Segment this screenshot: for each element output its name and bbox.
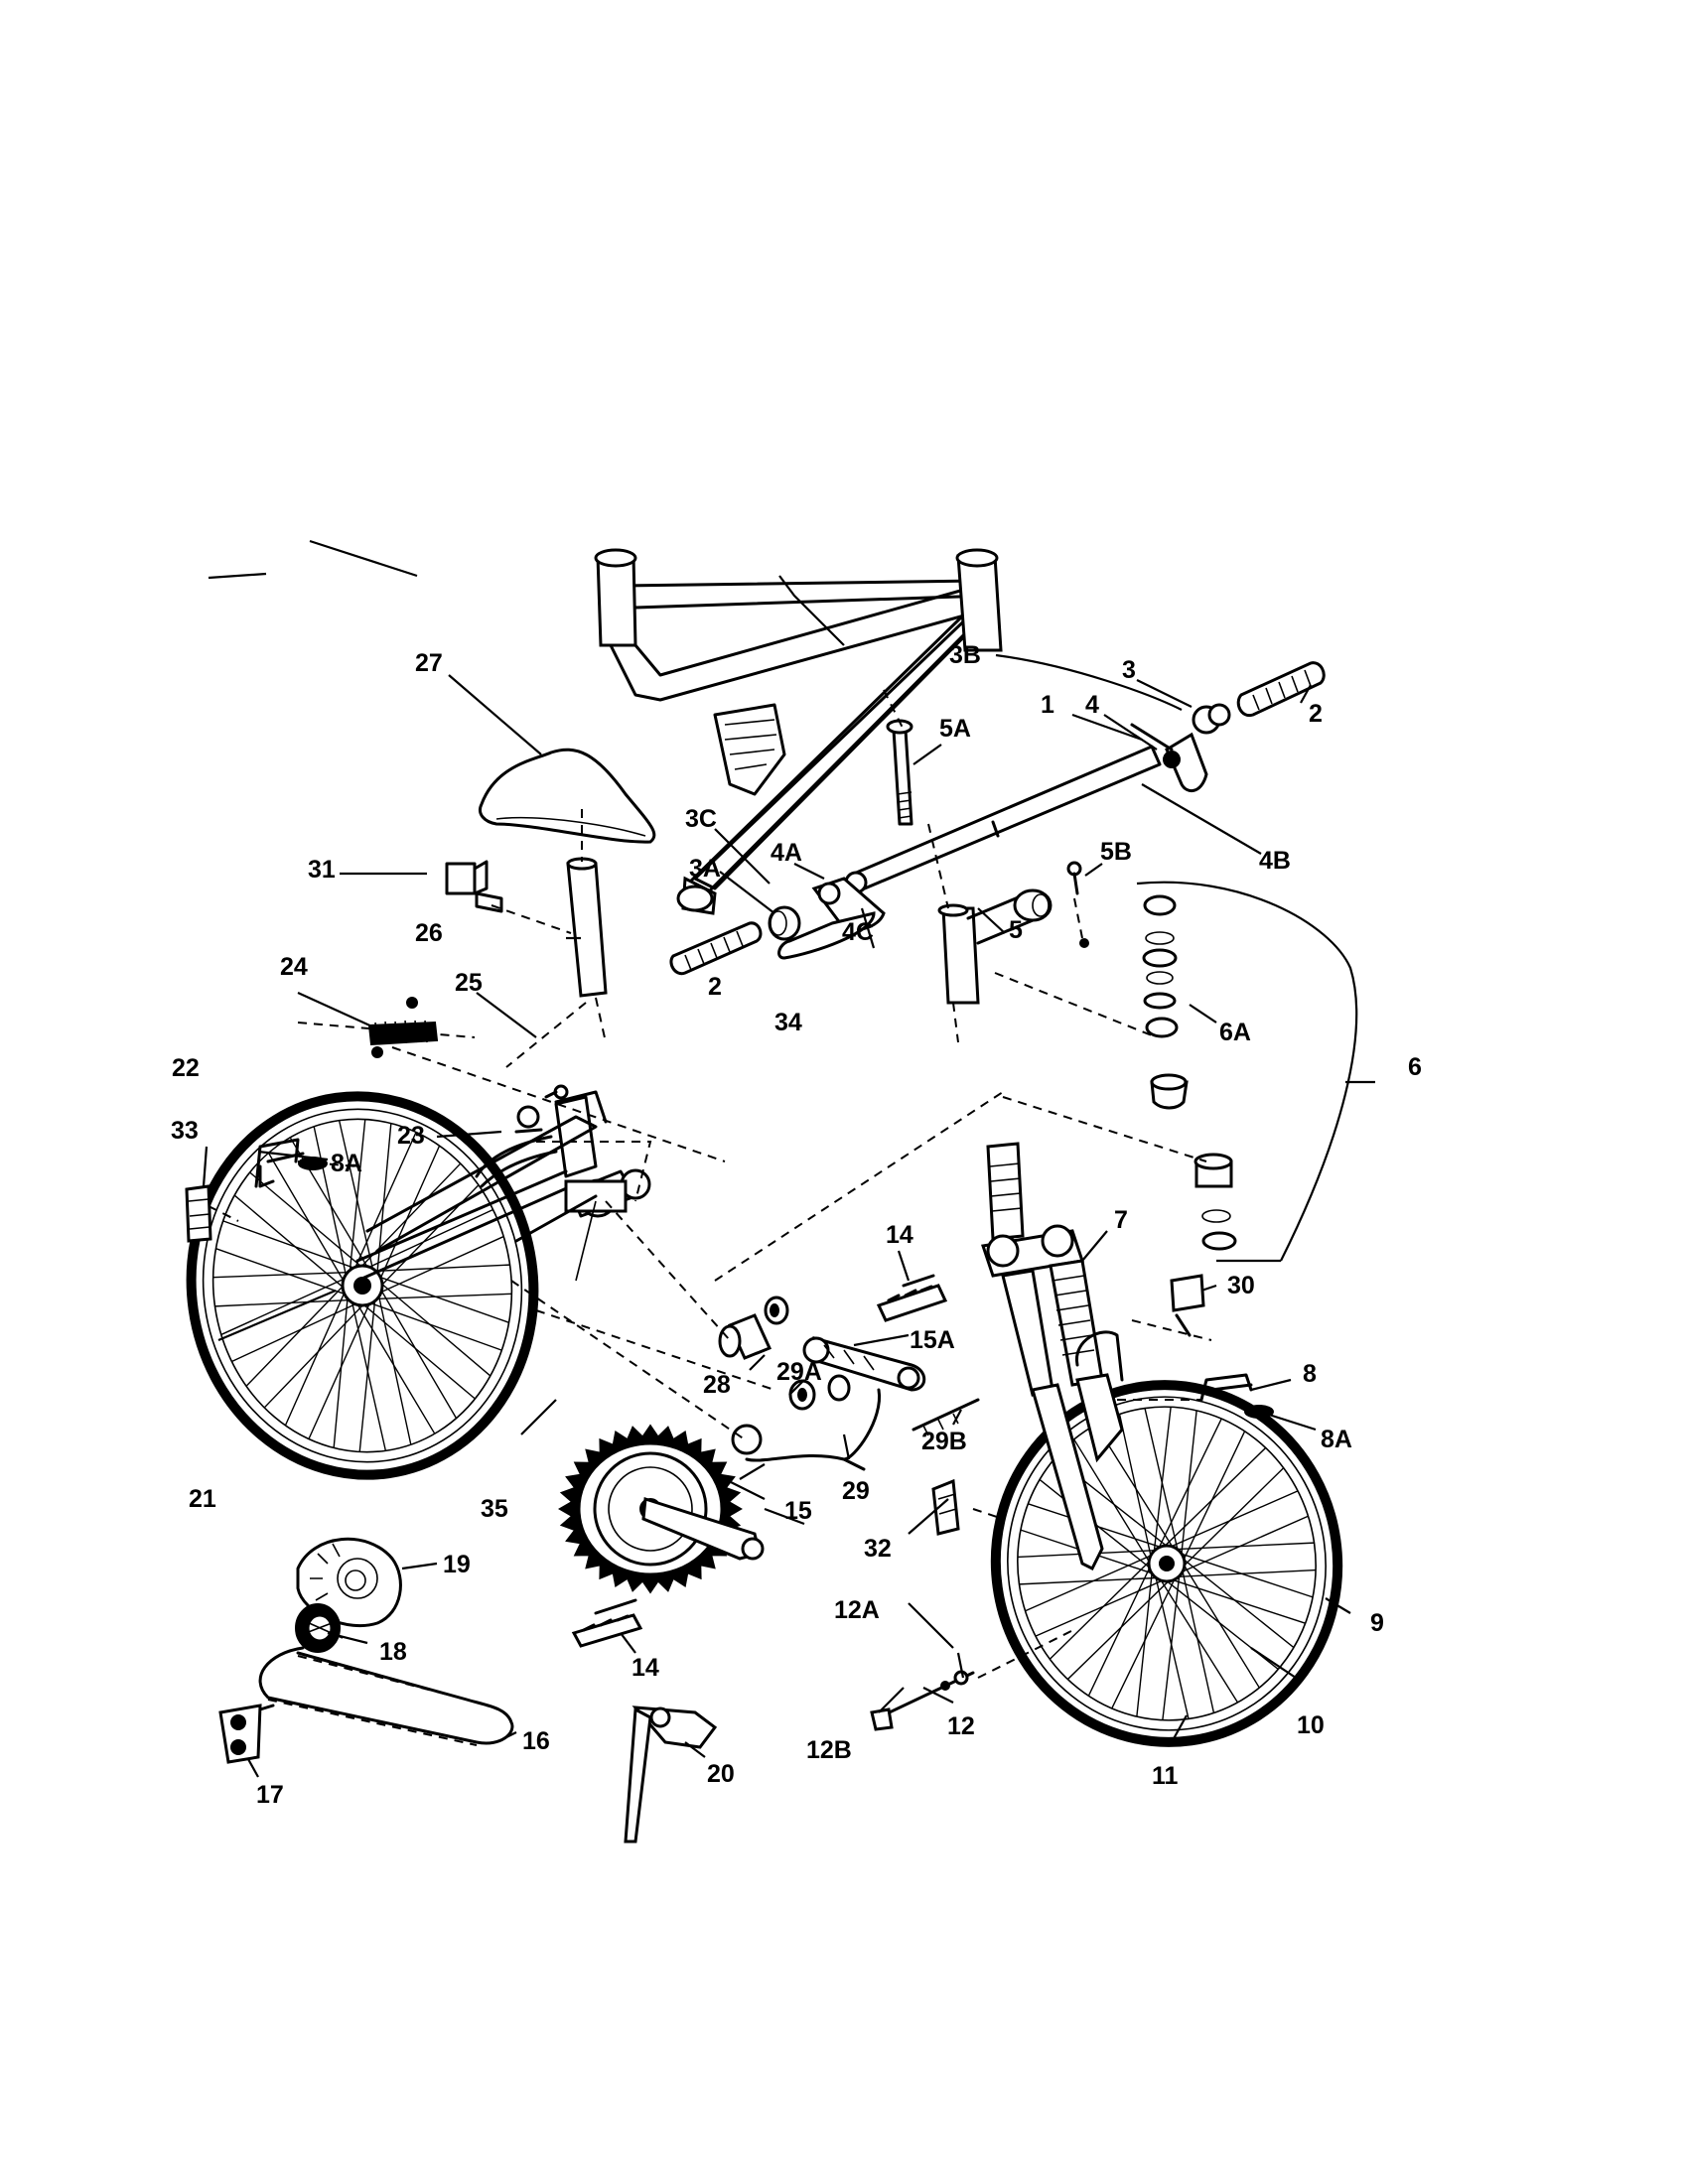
callout-14-upper: 14: [886, 1221, 913, 1249]
callout-3b: 3B: [949, 641, 981, 669]
callout-33: 33: [171, 1117, 199, 1145]
frame: [594, 548, 1003, 915]
seat-bolt: [544, 1084, 569, 1100]
rear-reflector: [185, 1184, 212, 1243]
callout-29b: 29B: [921, 1428, 967, 1455]
grip-left: [669, 921, 763, 976]
callout-8a-rear: 8A: [331, 1150, 362, 1177]
seat-clamp: [445, 860, 503, 913]
callout-20: 20: [707, 1760, 735, 1788]
callout-10: 10: [1297, 1711, 1325, 1739]
callout-2-left: 2: [708, 973, 722, 1001]
saddle: [479, 748, 656, 844]
brake-lever-right: [1130, 703, 1231, 793]
rear-wheel: [186, 1091, 539, 1480]
front-reflector: [931, 1478, 960, 1536]
head-reflector-bracket: [1170, 1274, 1205, 1337]
callout-12b: 12B: [806, 1736, 852, 1764]
callout-11: 11: [1152, 1762, 1179, 1790]
callout-8a-front: 8A: [1321, 1426, 1352, 1453]
callout-35: 35: [481, 1495, 508, 1523]
pedal-upper: [876, 1274, 948, 1322]
callout-24: 24: [280, 953, 308, 981]
leader-lines: [202, 539, 1375, 1778]
front-reflector-bracket: [1199, 1373, 1274, 1419]
callout-3c: 3C: [685, 805, 717, 833]
headset-lower: [1193, 1153, 1237, 1251]
front-axle: [870, 1670, 975, 1731]
callout-26: 26: [415, 919, 443, 947]
kickstand: [624, 1706, 718, 1843]
callout-21: 21: [189, 1485, 216, 1513]
rear-swingarm: [355, 1090, 651, 1283]
front-wheel: [990, 1380, 1343, 1747]
callout-27: 27: [415, 649, 443, 677]
callout-29a: 29A: [776, 1358, 822, 1386]
callout-1: 1: [1041, 691, 1054, 719]
freewheel-cog: [295, 1603, 344, 1653]
seat-post: [566, 857, 608, 998]
callout-23: 23: [397, 1122, 425, 1150]
callout-25: 25: [455, 969, 483, 997]
rear-brake-caliper: [475, 1105, 558, 1188]
pedal-lower: [571, 1598, 643, 1648]
callout-28: 28: [703, 1371, 731, 1399]
callout-6a: 6A: [1219, 1019, 1251, 1046]
callout-29: 29: [842, 1477, 870, 1505]
callout-16: 16: [522, 1727, 550, 1755]
rear-shock: [367, 997, 439, 1058]
callout-31: 31: [308, 856, 336, 884]
callout-4c: 4C: [842, 918, 874, 946]
callout-3a: 3A: [689, 855, 721, 883]
callout-18: 18: [379, 1638, 407, 1666]
chain: [258, 1646, 514, 1746]
callout-4: 4: [1085, 691, 1099, 719]
callout-19: 19: [443, 1551, 471, 1578]
handlebar: [844, 745, 1162, 894]
callout-17: 17: [256, 1781, 284, 1809]
callout-2-right: 2: [1309, 700, 1323, 728]
callout-22: 22: [172, 1054, 200, 1082]
callout-labels: 27 3B 3 2 1 4 5A 4B 3C 3A 4A 5B 31 26 2 …: [171, 641, 1422, 1809]
callout-3: 3: [1122, 656, 1136, 684]
callout-12: 12: [947, 1712, 975, 1740]
callout-12a: 12A: [834, 1596, 880, 1624]
stem-clamp-bolt: [1066, 861, 1089, 948]
grip-right: [1236, 661, 1326, 718]
callout-5b: 5B: [1100, 838, 1132, 866]
callout-7: 7: [1114, 1206, 1128, 1234]
rear-reflector-bracket: [254, 1138, 328, 1188]
callout-4b: 4B: [1259, 847, 1291, 875]
callout-4a: 4A: [771, 839, 802, 867]
callout-6: 6: [1408, 1053, 1422, 1081]
callout-30: 30: [1227, 1272, 1255, 1299]
chainring-crankset: [558, 1424, 765, 1594]
callout-9: 9: [1370, 1609, 1384, 1637]
callout-15: 15: [784, 1497, 812, 1525]
callout-32: 32: [864, 1535, 892, 1563]
callout-34: 34: [774, 1009, 802, 1036]
stem-bolt: [886, 719, 913, 826]
assembly-lines: [208, 689, 1212, 1679]
callout-8: 8: [1303, 1360, 1317, 1388]
suspension-fork: [981, 1142, 1124, 1571]
callout-15a: 15A: [910, 1326, 955, 1354]
callout-14-lower: 14: [632, 1654, 659, 1682]
headset-upper: [1142, 894, 1189, 1110]
callout-5a: 5A: [939, 715, 971, 743]
callout-5: 5: [1009, 916, 1023, 944]
chain-tensioner: [218, 1704, 275, 1764]
crank-arm: [802, 1336, 926, 1392]
stem: [937, 888, 1052, 1005]
